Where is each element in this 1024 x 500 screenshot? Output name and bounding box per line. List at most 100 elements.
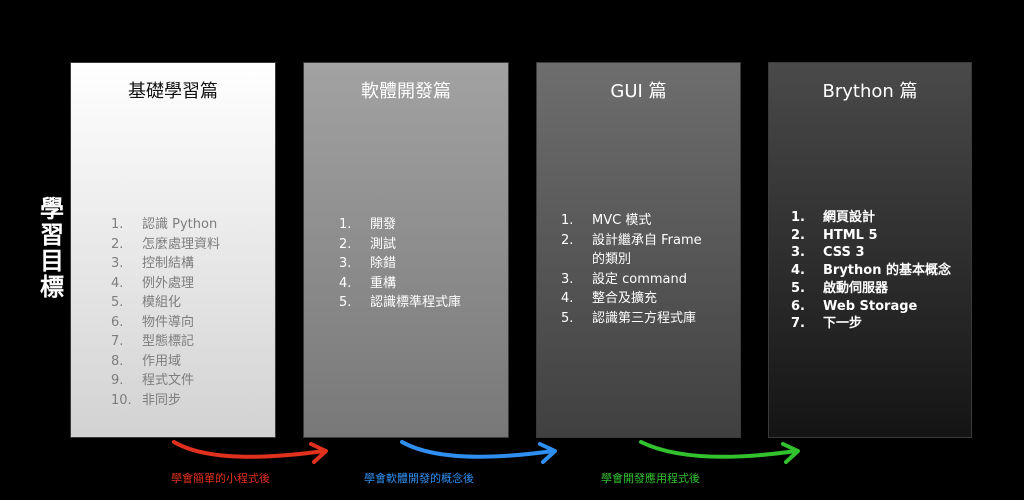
topic-list: 1.MVC 模式 2.設計繼承自 Frame 的類別 3.設定 command …: [561, 211, 702, 328]
list-item: 4.例外處理: [111, 274, 220, 294]
item-text: 作用域: [142, 353, 182, 369]
topic-list: 1.網頁設計 2.HTML 5 3.CSS 3 4.Brython 的基本概念 …: [791, 209, 951, 333]
item-text: 認識標準程式庫: [370, 295, 462, 310]
item-text: 設定 command: [592, 271, 688, 287]
item-text: 重構: [370, 275, 397, 291]
list-item: 4. Brython 的基本概念: [791, 262, 951, 280]
item-text: 例外處理: [142, 275, 195, 291]
list-item: 9. 程式文件: [111, 371, 220, 391]
item-number: 1.: [111, 217, 124, 232]
list-item: 8. 作用域: [111, 352, 220, 372]
item-number: 3.: [561, 271, 574, 287]
learning-goals-title: 學 習 目 標: [30, 196, 74, 300]
item-number: 1.: [561, 213, 574, 228]
item-number: 8.: [111, 353, 124, 369]
list-item: 2. HTML 5: [791, 227, 951, 245]
item-number: 3.: [111, 256, 124, 271]
item-text: 除錯: [370, 256, 397, 271]
item-text: HTML 5: [823, 227, 878, 243]
list-item: 5. 啟動伺服器: [791, 280, 951, 298]
panel-basics: 基礎學習篇 1. 認識 Python 2. 怎麼處理資料 3. 控制結構 4.例外處理…: [70, 62, 276, 438]
item-number: 7.: [791, 316, 805, 332]
item-text: 啟動伺服器: [823, 280, 889, 296]
item-text: 網頁設計: [823, 210, 876, 225]
arrow-label: 學會簡單的小程式後: [171, 472, 270, 485]
item-text: 整合及擴充: [592, 291, 658, 306]
panel-title: Brython 篇: [822, 81, 918, 102]
list-item: 3. CSS 3: [791, 244, 951, 262]
item-text: MVC 模式: [592, 213, 652, 228]
item-text: 非同步: [142, 392, 182, 408]
list-item: 的類別: [561, 250, 702, 270]
list-item: 1. 網頁設計: [791, 209, 951, 227]
item-number: 5.: [339, 295, 352, 310]
item-text: 程式文件: [142, 373, 195, 388]
arrow-label: 學會軟體開發的概念後: [364, 472, 474, 485]
list-item: 1. 認識 Python: [111, 215, 220, 235]
item-number: 2.: [561, 232, 574, 248]
item-number: 5.: [561, 310, 574, 326]
list-item: 1. MVC 模式: [561, 211, 702, 231]
item-number: 5.: [791, 280, 805, 296]
list-item: 5.模組化: [111, 293, 220, 313]
item-number: 6.: [111, 314, 124, 330]
item-number: 3.: [339, 256, 352, 271]
side-title-char: 學: [40, 195, 64, 223]
item-number: 2.: [791, 227, 805, 243]
topic-list: 1. 認識 Python 2. 怎麼處理資料 3. 控制結構 4.例外處理 5.模組化…: [111, 215, 220, 410]
item-text: Web Storage: [823, 298, 918, 314]
item-number: 4.: [791, 263, 805, 279]
panel-title: 軟體開發篇: [361, 81, 451, 102]
item-text: Brython 的基本概念: [823, 263, 951, 279]
list-item: 5. 認識第三方程式庫: [561, 309, 702, 329]
arrow-red-icon: [172, 440, 328, 464]
item-text: CSS 3: [823, 245, 865, 261]
arrow-blue-icon: [400, 440, 557, 464]
item-number: 9.: [111, 373, 124, 388]
list-item: 1. 開發: [339, 215, 461, 235]
list-item: 7.型態標記: [111, 332, 220, 352]
item-text: 控制結構: [142, 256, 195, 271]
item-number: 3.: [791, 245, 805, 261]
item-text: 下一步: [823, 316, 863, 332]
arrow-green-icon: [639, 440, 800, 464]
list-item: 3. 除錯: [339, 254, 461, 274]
list-item: 7. 下一步: [791, 315, 951, 333]
side-title-char: 習: [40, 221, 64, 249]
item-text: 設計繼承自 Frame: [592, 232, 702, 248]
list-item: 2. 怎麼處理資料: [111, 235, 220, 255]
panel-software-dev: 軟體開發篇 1. 開發 2. 測試 3. 除錯 4. 重構 5. 認識標準程式庫: [303, 62, 509, 438]
topic-list: 1. 開發 2. 測試 3. 除錯 4. 重構 5. 認識標準程式庫: [339, 215, 461, 313]
panel-title: GUI 篇: [610, 81, 667, 102]
side-title-char: 目: [40, 247, 64, 275]
item-number: 4.: [339, 275, 352, 291]
item-number: 1.: [791, 210, 805, 225]
item-number: 1.: [339, 217, 352, 232]
list-item: 3. 控制結構: [111, 254, 220, 274]
list-item: 4. 整合及擴充: [561, 289, 702, 309]
list-item: 3. 設定 command: [561, 270, 702, 290]
list-item: 6.Web Storage: [791, 298, 951, 316]
item-number: 4.: [561, 291, 574, 306]
list-item: 10.非同步: [111, 391, 220, 411]
item-text: 開發: [370, 217, 397, 232]
panel-brython: Brython 篇 1. 網頁設計 2. HTML 5 3. CSS 3 4. Bryt…: [768, 62, 972, 438]
side-title-char: 標: [40, 273, 64, 301]
item-text: 認識第三方程式庫: [592, 310, 697, 326]
item-text: 型態標記: [142, 334, 195, 349]
item-text: 物件導向: [142, 314, 195, 330]
panel-title: 基礎學習篇: [128, 81, 218, 102]
list-item: 6. 物件導向: [111, 313, 220, 333]
item-text: 的類別: [592, 252, 632, 267]
item-text: 認識 Python: [142, 217, 218, 232]
item-number: 2.: [339, 236, 352, 252]
arrow-label: 學會開發應用程式後: [601, 472, 700, 485]
list-item: 4. 重構: [339, 274, 461, 294]
item-text: 怎麼處理資料: [142, 236, 221, 252]
panel-gui: GUI 篇 1. MVC 模式 2. 設計繼承自 Frame 的類別 3. 設定 co…: [536, 62, 741, 438]
item-text: 測試: [370, 236, 397, 252]
list-item: 2. 測試: [339, 235, 461, 255]
item-number: 2.: [111, 236, 124, 252]
list-item: 5. 認識標準程式庫: [339, 293, 461, 313]
